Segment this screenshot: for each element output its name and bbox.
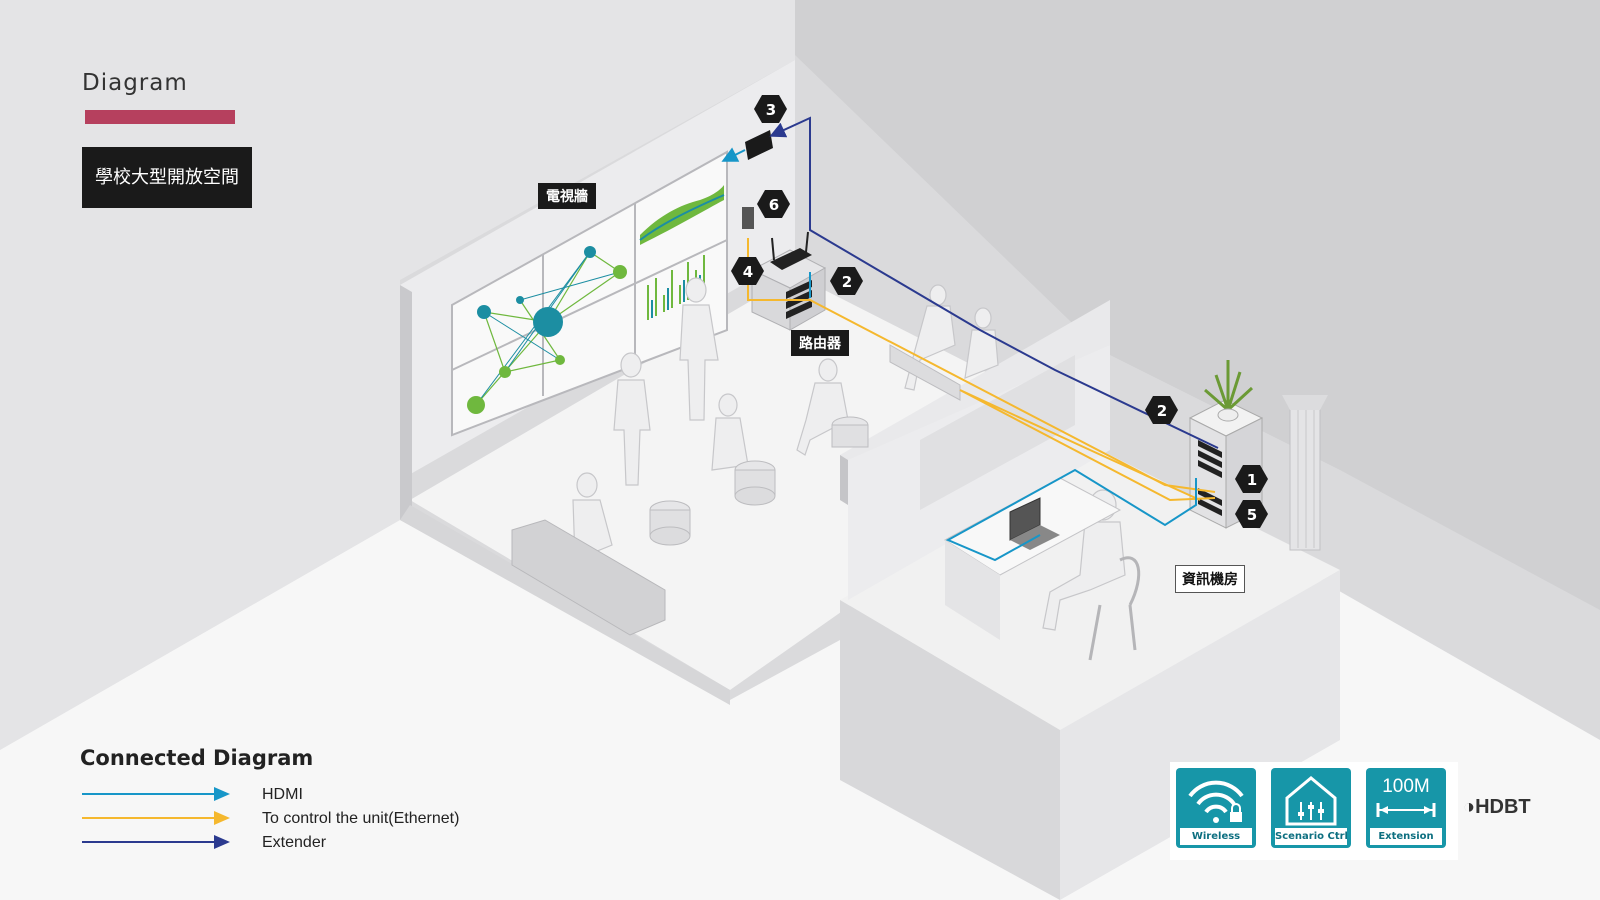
server-room-window: [920, 355, 1075, 510]
router-label: 路由器: [791, 330, 849, 356]
legend-arrow-extender: [214, 835, 230, 849]
main-room-floor-edge: [400, 505, 730, 705]
marker-2a-hex: [830, 267, 863, 295]
marker-3-label: 3: [766, 101, 776, 119]
hdbt-logo-mark-icon: ◑: [1463, 796, 1476, 818]
marker-1-hex: [1235, 465, 1268, 493]
server-room-label: 資訊機房: [1175, 565, 1245, 593]
legend-label-extender: Extender: [262, 834, 327, 851]
room-badge: 學校大型開放空間: [82, 147, 252, 208]
hdmi-cable: [945, 468, 1197, 562]
partition-side: [840, 455, 848, 505]
desk-front: [945, 540, 1000, 640]
marker-2a-label: 2: [842, 273, 852, 291]
marker-6-hex: [757, 190, 790, 218]
marker-4-label: 4: [743, 263, 753, 281]
hdbt-logo: ◑HDBT: [1463, 796, 1531, 819]
sofa: [511, 519, 666, 636]
feature-top-text-extension: 100M: [1382, 776, 1430, 797]
video-wall: [451, 150, 728, 437]
column-pillar: [1282, 395, 1328, 551]
wall-keypad: [742, 207, 754, 229]
marker-6-label: 6: [769, 196, 779, 214]
marker-4-hex: [731, 257, 764, 285]
ethernet-cable: [959, 389, 1216, 502]
feature-label-extension: Extension: [1370, 828, 1442, 845]
wall-receiver: [745, 130, 773, 160]
feature-badge-extension: 100M Extension: [1360, 762, 1458, 860]
legend-label-hdmi: HDMI: [262, 786, 303, 803]
marker-2b-hex: [1145, 396, 1178, 424]
hdmi-cable-wall: [721, 147, 746, 162]
marker-2b-label: 2: [1157, 402, 1167, 420]
marker-hexagons: [731, 95, 1268, 528]
feature-label-wireless: Wireless: [1180, 828, 1252, 845]
hdbt-logo-text: HDBT: [1475, 796, 1531, 818]
feature-label-scenario: Scenario Ctrl: [1275, 828, 1347, 845]
wifi-lock-icon: [1188, 780, 1244, 823]
server-room-right: [1060, 570, 1340, 900]
marker-5-label: 5: [1247, 506, 1257, 524]
chair: [1088, 556, 1141, 661]
legend-arrow-hdmi: [214, 787, 230, 801]
right-wall: [795, 0, 1600, 610]
legend-arrow-ethernet: [214, 811, 230, 825]
stools: [649, 416, 869, 546]
marker-3-hex: [754, 95, 787, 123]
feature-badge-wireless: Wireless: [1170, 762, 1268, 860]
bench: [889, 344, 961, 401]
extender-cable: [769, 116, 1219, 449]
page-title: Diagram: [82, 70, 188, 96]
marker-1-label: 1: [1247, 471, 1257, 489]
house-sliders-icon: [1285, 776, 1337, 826]
potted-plant: [1204, 360, 1254, 422]
title-accent-bar: [85, 110, 235, 124]
main-room-left-edge: [400, 285, 412, 520]
server-room-front: [840, 600, 1060, 900]
legend-title: Connected Diagram: [80, 746, 314, 770]
feature-badge-scenario: Scenario Ctrl: [1265, 762, 1363, 860]
video-wall-label: 電視牆: [538, 183, 596, 209]
distance-arrow-icon: [1376, 803, 1436, 817]
legend-label-ethernet: To control the unit(Ethernet): [262, 810, 460, 827]
marker-5-hex: [1235, 500, 1268, 528]
